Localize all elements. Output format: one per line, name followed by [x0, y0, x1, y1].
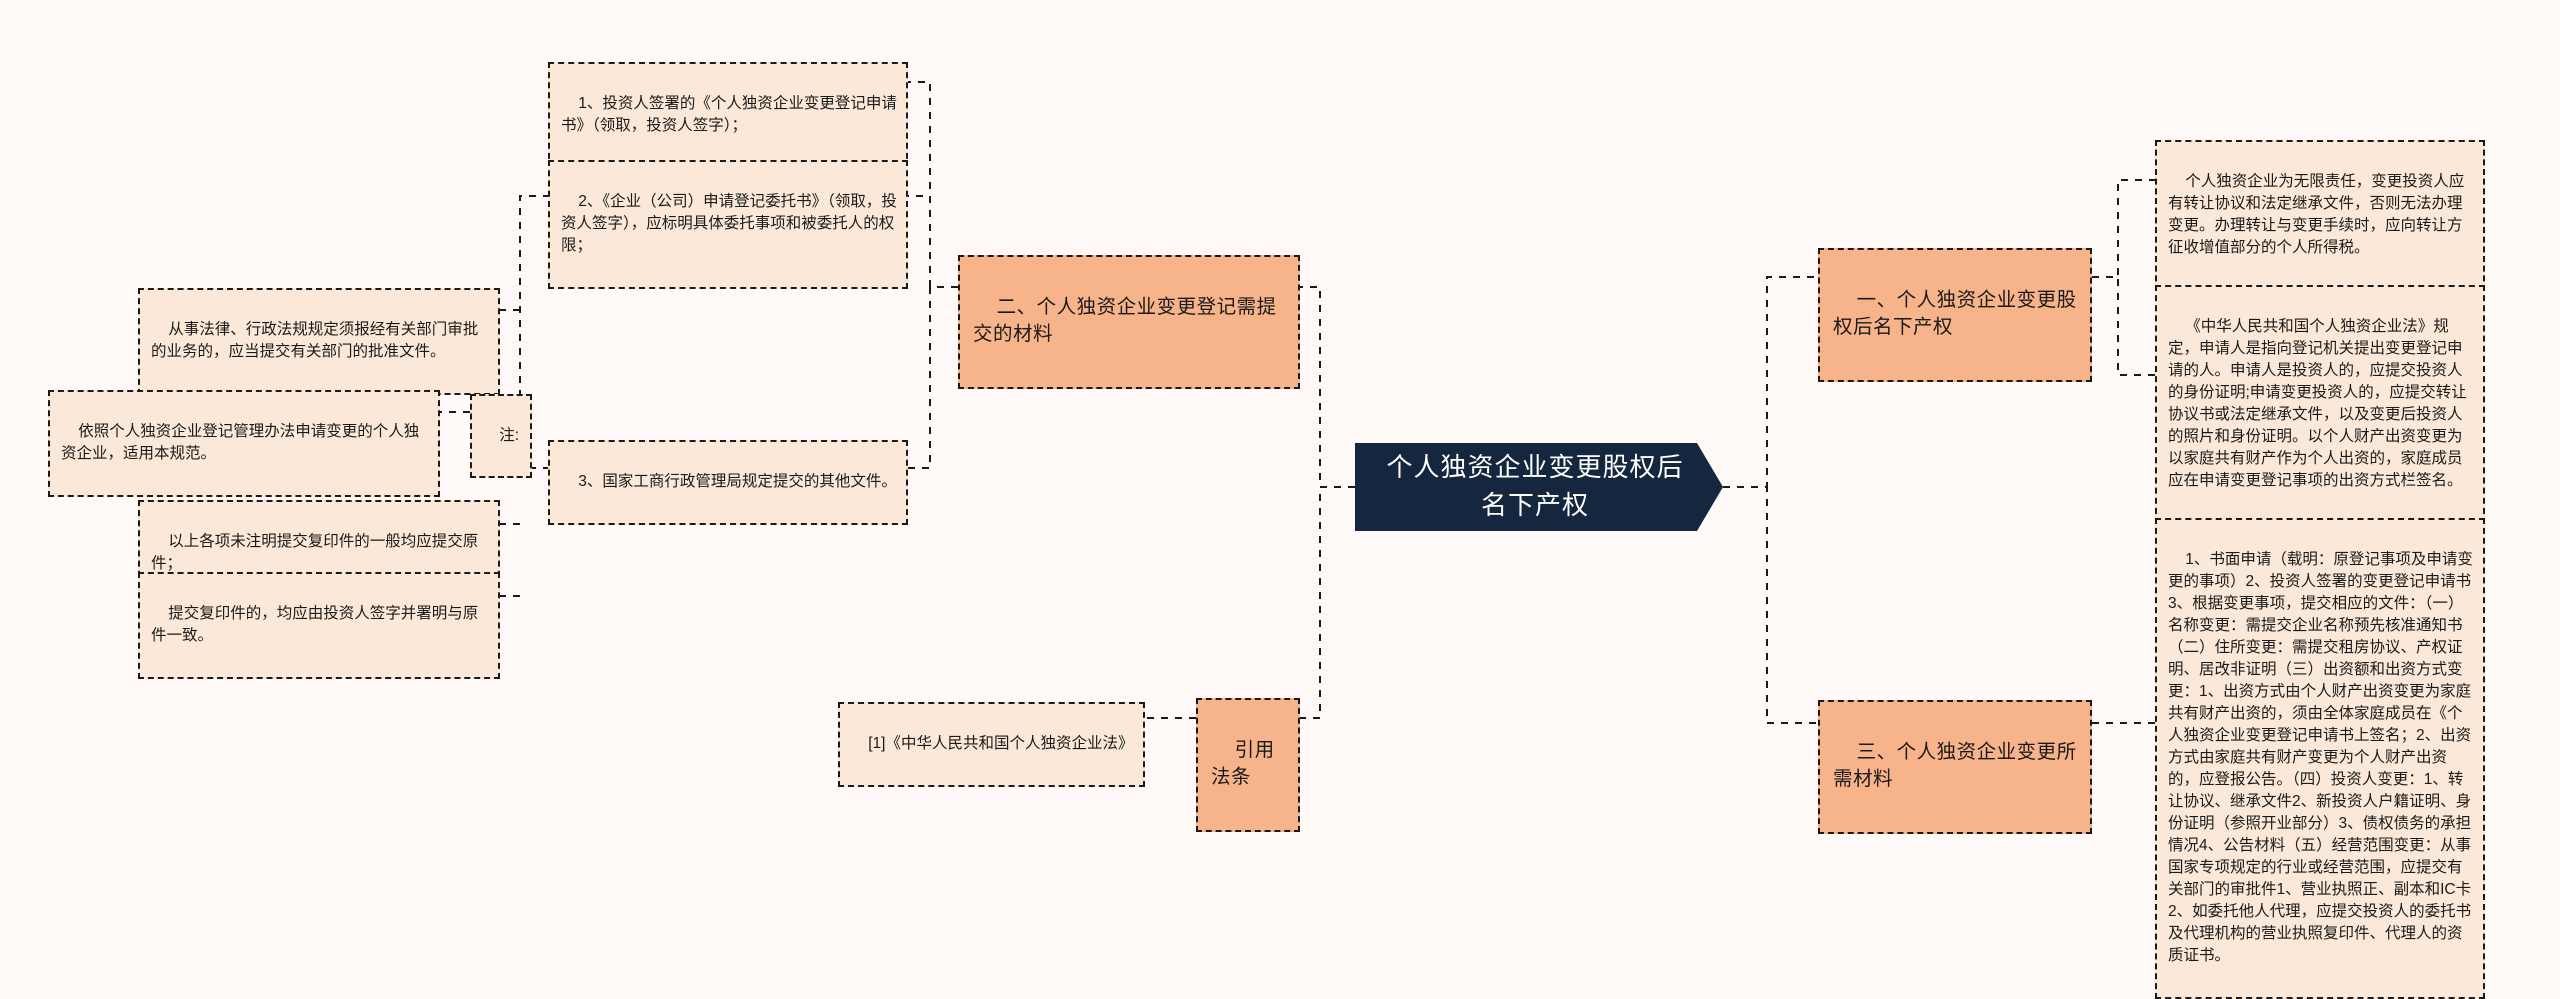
branch-cite-label: 引用法条 [1211, 738, 1275, 789]
leaf-left-2-1[interactable]: 1、投资人签署的《个人独资企业变更登记申请书》（领取，投资人签字）； [548, 62, 908, 169]
leaf-far-left-4-text: 提交复印件的，均应由投资人签字并署明与原件一致。 [151, 605, 479, 644]
leaf-right-1-1-text: 个人独资企业为无限责任，变更投资人应有转让协议和法定继承文件，否则无法办理变更。… [2168, 173, 2465, 256]
branch-node-cite[interactable]: 引用法条 [1196, 698, 1300, 832]
root-title: 个人独资企业变更股权后名下产权 [1386, 452, 1684, 520]
note-label: 注: [499, 427, 520, 444]
leaf-right-1-2[interactable]: 《中华人民共和国个人独资企业法》规定，申请人是指向登记机关提出变更登记申请的人。… [2155, 285, 2485, 524]
leaf-right-3-1[interactable]: 1、书面申请（载明：原登记事项及申请变更的事项）2、投资人签署的变更登记申请书3… [2155, 518, 2485, 999]
leaf-left-2-3-text: 3、国家工商行政管理局规定提交的其他文件。 [578, 473, 897, 490]
note-node[interactable]: 注: [470, 394, 532, 478]
leaf-left-2-2-text: 2、《企业（公司）申请登记委托书》（领取，投资人签字），应标明具体委托事项和被委… [561, 193, 897, 254]
leaf-far-left-1-text: 从事法律、行政法规规定须报经有关部门审批的业务的，应当提交有关部门的批准文件。 [151, 321, 479, 360]
branch-node-right-3[interactable]: 三、个人独资企业变更所需材料 [1818, 700, 2092, 834]
leaf-right-1-2-text: 《中华人民共和国个人独资企业法》规定，申请人是指向登记机关提出变更登记申请的人。… [2168, 318, 2467, 489]
root-node[interactable]: 个人独资企业变更股权后名下产权 [1355, 443, 1723, 531]
leaf-left-2-1-text: 1、投资人签署的《个人独资企业变更登记申请书》（领取，投资人签字）； [561, 95, 897, 134]
branch-left-2-label: 二、个人独资企业变更登记需提交的材料 [973, 295, 1277, 346]
leaf-left-2-2[interactable]: 2、《企业（公司）申请登记委托书》（领取，投资人签字），应标明具体委托事项和被委… [548, 160, 908, 289]
branch-right-3-label: 三、个人独资企业变更所需材料 [1833, 740, 2077, 791]
leaf-right-3-1-text: 1、书面申请（载明：原登记事项及申请变更的事项）2、投资人签署的变更登记申请书3… [2168, 551, 2473, 964]
leaf-right-1-1[interactable]: 个人独资企业为无限责任，变更投资人应有转让协议和法定继承文件，否则无法办理变更。… [2155, 140, 2485, 291]
leaf-cite-1-text: [1]《中华人民共和国个人独资企业法》 [868, 735, 1134, 752]
branch-right-1-label: 一、个人独资企业变更股权后名下产权 [1833, 288, 2077, 339]
leaf-far-left-2-text: 依照个人独资企业登记管理办法申请变更的个人独资企业，适用本规范。 [61, 423, 420, 462]
branch-node-left-2[interactable]: 二、个人独资企业变更登记需提交的材料 [958, 255, 1300, 389]
leaf-cite-1[interactable]: [1]《中华人民共和国个人独资企业法》 [838, 702, 1145, 787]
leaf-far-left-1[interactable]: 从事法律、行政法规规定须报经有关部门审批的业务的，应当提交有关部门的批准文件。 [138, 288, 500, 395]
leaf-far-left-3-text: 以上各项未注明提交复印件的一般均应提交原件； [151, 533, 479, 572]
branch-node-right-1[interactable]: 一、个人独资企业变更股权后名下产权 [1818, 248, 2092, 382]
leaf-left-2-3[interactable]: 3、国家工商行政管理局规定提交的其他文件。 [548, 440, 908, 525]
leaf-far-left-2[interactable]: 依照个人独资企业登记管理办法申请变更的个人独资企业，适用本规范。 [48, 390, 440, 497]
leaf-far-left-4[interactable]: 提交复印件的，均应由投资人签字并署明与原件一致。 [138, 572, 500, 679]
